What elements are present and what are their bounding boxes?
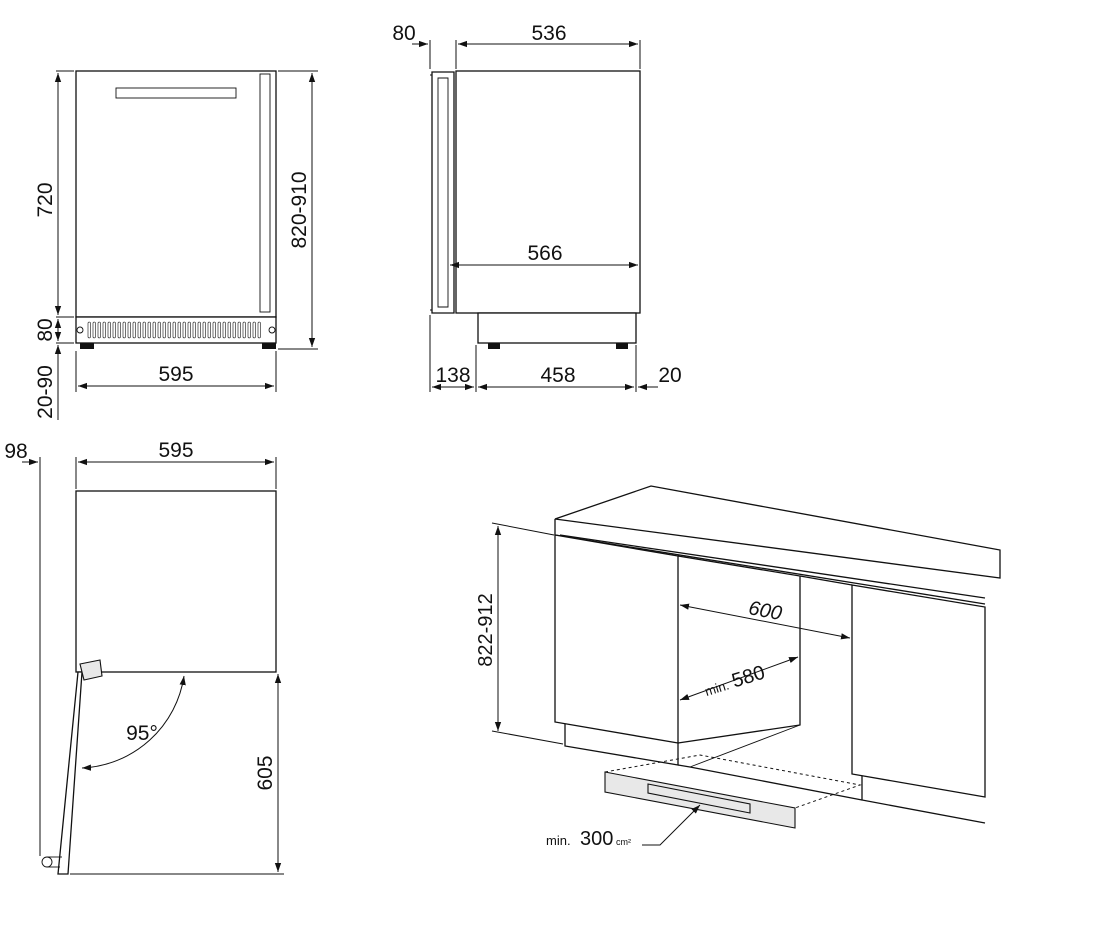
top-door-angle-label: 95° xyxy=(126,722,158,745)
grille-slot xyxy=(187,321,191,339)
front-feet-height-label: 20-90 xyxy=(34,365,57,419)
side-rear-offset-label: 20 xyxy=(658,364,681,387)
vent-grille xyxy=(87,321,261,339)
grille-slot xyxy=(122,321,126,339)
grille-slot xyxy=(192,321,196,339)
grille-slot xyxy=(242,321,246,339)
grille-slot xyxy=(127,321,131,339)
install-niche-height-label: 822-912 xyxy=(475,593,497,666)
side-plinth-depth-label: 458 xyxy=(540,364,575,387)
grille-slot xyxy=(227,321,231,339)
top-door-open-depth-label: 605 xyxy=(254,755,277,790)
grille-slot xyxy=(222,321,226,339)
grille-slot xyxy=(197,321,201,339)
grille-slot xyxy=(217,321,221,339)
side-front-offset-label: 138 xyxy=(435,364,470,387)
install-niche-width-label: 600 xyxy=(747,597,784,625)
grille-slot xyxy=(167,321,171,339)
grille-slot xyxy=(137,321,141,339)
front-height-body-label: 720 xyxy=(34,182,57,217)
grille-slot xyxy=(232,321,236,339)
top-view: 98 595 95° 605 xyxy=(4,439,284,875)
side-view: 80 536 566 138 458 20 xyxy=(392,22,682,392)
front-height-total-label: 820-910 xyxy=(288,171,311,248)
front-view: 720 80 20-90 820-910 595 xyxy=(34,70,318,420)
grille-slot xyxy=(247,321,251,339)
grille-slot xyxy=(157,321,161,339)
grille-slot xyxy=(207,321,211,339)
grille-slot xyxy=(102,321,106,339)
grille-slot xyxy=(237,321,241,339)
grille-slot xyxy=(182,321,186,339)
front-plinth-height-label: 80 xyxy=(34,318,57,341)
install-min-depth-group: min. 580 xyxy=(703,662,768,699)
grille-slot xyxy=(92,321,96,339)
front-width-label: 595 xyxy=(158,363,193,386)
grille-slot xyxy=(202,321,206,339)
grille-slot xyxy=(172,321,176,339)
side-body-depth-label: 536 xyxy=(531,22,566,45)
install-vent-value: 300 xyxy=(580,828,613,850)
grille-slot xyxy=(212,321,216,339)
grille-slot xyxy=(142,321,146,339)
installation-view: 822-912 600 min. 580 min. 300 cm² xyxy=(475,485,1001,850)
side-depth-inner-label: 566 xyxy=(527,242,562,265)
grille-slot xyxy=(162,321,166,339)
grille-slot xyxy=(112,321,116,339)
grille-slot xyxy=(147,321,151,339)
side-door-depth-label: 80 xyxy=(392,22,415,45)
grille-slot xyxy=(117,321,121,339)
grille-slot xyxy=(252,321,256,339)
grille-slot xyxy=(87,321,91,339)
grille-slot xyxy=(257,321,261,339)
install-min-depth-prefix: min. xyxy=(703,677,731,699)
grille-slot xyxy=(107,321,111,339)
grille-slot xyxy=(132,321,136,339)
grille-slot xyxy=(97,321,101,339)
install-min-depth-label: 580 xyxy=(729,662,767,693)
install-vent-prefix: min. xyxy=(546,833,571,848)
grille-slot xyxy=(152,321,156,339)
top-width-label: 595 xyxy=(158,439,193,462)
grille-slot xyxy=(177,321,181,339)
install-vent-unit: cm² xyxy=(616,837,631,847)
top-handle-offset-label: 98 xyxy=(4,440,27,463)
